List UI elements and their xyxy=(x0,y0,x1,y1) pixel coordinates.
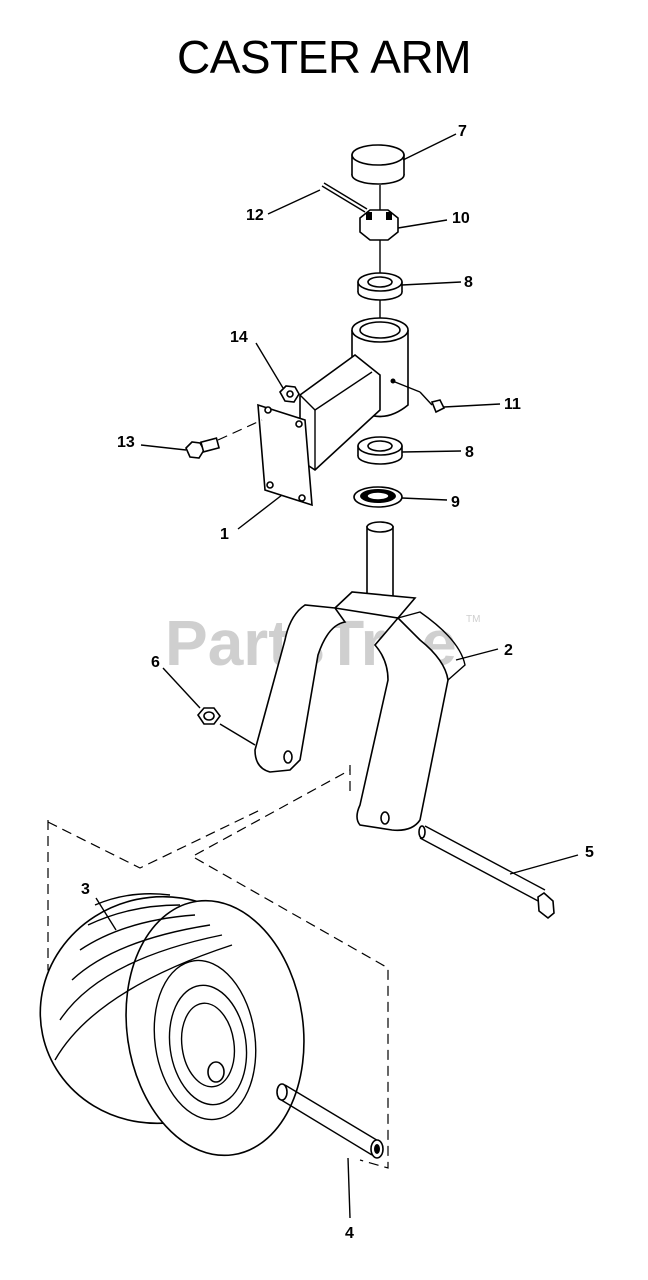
part-5-axle-bolt xyxy=(418,825,555,920)
callout-11: 11 xyxy=(504,396,521,413)
part-8-bearing-upper xyxy=(357,272,403,301)
callout-12: 12 xyxy=(246,207,264,224)
part-11-grease-fitting xyxy=(394,381,446,414)
callout-3: 3 xyxy=(81,881,90,898)
part-3-wheel xyxy=(39,893,305,1157)
part-4-spacer-tube xyxy=(276,1083,384,1159)
part-6-nut xyxy=(196,707,221,725)
callout-5: 5 xyxy=(585,844,594,861)
callout-9: 9 xyxy=(451,494,460,511)
part-8-bearing-lower xyxy=(357,436,403,465)
callout-7: 7 xyxy=(458,123,467,140)
part-12-cotter-pin xyxy=(321,182,368,213)
callout-8-upper: 8 xyxy=(464,274,473,291)
callout-6: 6 xyxy=(151,654,160,671)
callout-4: 4 xyxy=(345,1225,354,1242)
diagram-title: CASTER ARM xyxy=(176,31,472,83)
callout-1: 1 xyxy=(220,526,229,543)
leader-lines xyxy=(95,133,579,1219)
callout-2: 2 xyxy=(504,642,513,659)
callout-10: 10 xyxy=(452,210,470,227)
part-7-dust-cap xyxy=(351,144,405,185)
part-2-caster-fork xyxy=(254,521,466,832)
callout-13: 13 xyxy=(117,434,135,451)
part-10-castle-nut xyxy=(359,209,399,241)
callout-8-lower: 8 xyxy=(465,444,474,461)
part-13-bolt xyxy=(185,419,263,459)
part-1-caster-arm-bracket xyxy=(257,317,409,507)
watermark-tm: TM xyxy=(466,614,480,625)
callout-14: 14 xyxy=(230,329,248,346)
part-9-seal xyxy=(353,486,403,508)
part-14-nut xyxy=(279,385,300,403)
callout-labels: 7 12 10 8 14 11 13 8 9 1 2 6 5 3 4 xyxy=(81,123,594,1242)
